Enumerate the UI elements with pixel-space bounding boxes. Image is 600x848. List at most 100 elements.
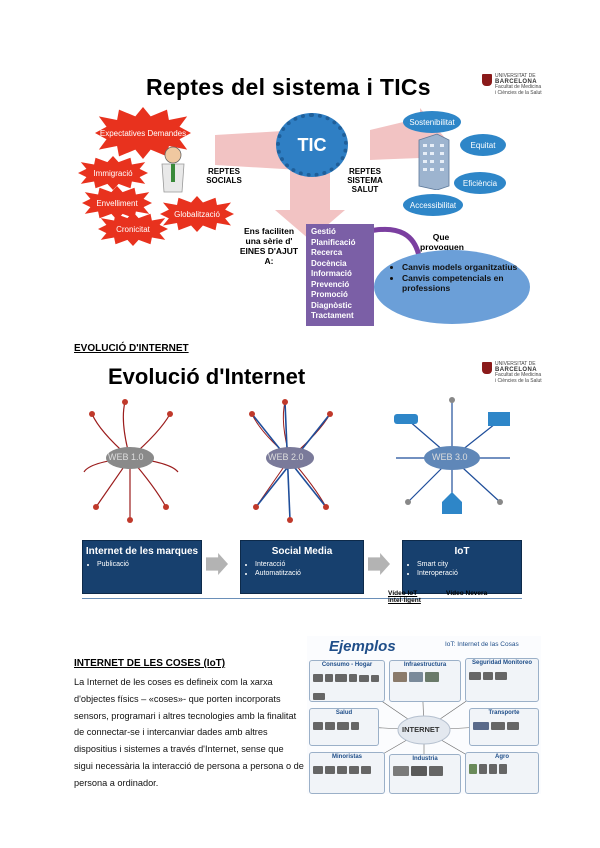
panel-minoristas: Minoristas [309, 752, 385, 794]
star-label: Immigració [93, 168, 133, 178]
stage-bullet: Smart city [417, 560, 521, 569]
panel-industria: Industria [389, 754, 461, 794]
star-label: Expectatives Demandes [99, 128, 187, 138]
shield-icon [482, 74, 492, 86]
web2-cluster: WEB 2.0 [240, 392, 340, 532]
canvi-item: Canvis models organitzatius [402, 262, 530, 273]
stage-bullet: Interacció [255, 560, 363, 569]
stage-bullet: Publicació [97, 560, 201, 569]
ens-faciliten-label: Ens faciliten una sèrie d' EINES D'AJUT … [239, 226, 299, 266]
tic-label: TIC [297, 134, 327, 155]
logo-line: i Ciències de la Salut [495, 377, 542, 384]
shield-icon [482, 362, 492, 374]
car-icon [394, 414, 418, 424]
oval-accessibilitat: Accessibilitat [403, 194, 463, 216]
stage-internet-marques: Internet de les marques Publicació [82, 540, 202, 594]
logo-line: Facultat de Medicina [495, 372, 542, 378]
star-label: Globalització [174, 209, 220, 219]
logo-line: Facultat de Medicina [495, 84, 542, 90]
stage-bullet: Automatització [255, 569, 363, 578]
eina-item: Docència [311, 258, 347, 268]
oval-equitat: Equitat [460, 134, 506, 156]
eina-item: Tractament [311, 311, 354, 320]
reptes-socials-label: REPTES SOCIALS [206, 167, 242, 185]
web3-label: WEB 3.0 [432, 452, 468, 462]
star-label: Envelliment [96, 198, 138, 208]
tic-gear-icon: TIC [276, 113, 348, 177]
stage-title: Social Media [271, 546, 333, 557]
star-label: Cronicitat [116, 224, 150, 234]
eina-item: Informació [311, 269, 352, 278]
laptop-icon [488, 412, 510, 426]
que-provoquen-label: Que provoquen [420, 232, 464, 252]
web2-network-icon [249, 399, 333, 523]
oval-eficiencia: Eficiència [454, 172, 506, 194]
panel-seguridad: Seguridad Monitoreo [465, 658, 539, 702]
panel-title: Salud [335, 710, 353, 716]
person-icon [161, 146, 185, 193]
video-nevera-link[interactable]: Vídeo Nevera [446, 590, 488, 597]
reptes-salut-label: REPTES SISTEMA SALUT [347, 167, 383, 194]
web2-label: WEB 2.0 [268, 452, 304, 462]
eina-item: Gestió [311, 227, 336, 236]
section1-title: Reptes del sistema i TICs [146, 74, 431, 100]
university-logo: UNIVERSITAT DE BARCELONA Facultat de Med… [482, 73, 542, 96]
stage-social-media: Social Media Interacció Automatització [240, 540, 364, 594]
house-icon [442, 492, 462, 514]
video-iot-link[interactable]: Vídeo IoT intel·ligent [388, 590, 421, 604]
chevron-right-icon [368, 553, 390, 575]
logo-line: i Ciències de la Salut [495, 89, 542, 96]
panel-consumo-hogar: Consumo - Hogar [309, 660, 385, 702]
panel-transporte: Transporte [469, 708, 539, 746]
logo-line: UNIVERSITAT DE [495, 73, 536, 79]
eina-item: Promoció [311, 290, 348, 299]
panel-title: Consumo - Hogar [321, 662, 373, 668]
canvis-oval: Canvis models organitzatius Canvis compe… [374, 250, 530, 324]
oval-label: Equitat [470, 140, 496, 150]
web1-cluster: WEB 1.0 [80, 392, 180, 532]
stage-bullet: Interoperació [417, 569, 521, 578]
panel-title: Seguridad Monitoreo [472, 660, 532, 666]
logo-line: BARCELONA [495, 78, 537, 85]
logo-line: BARCELONA [495, 366, 537, 373]
web1-label: WEB 1.0 [108, 452, 144, 462]
web1-network-icon [83, 399, 179, 523]
figure-subtitle: IoT: Internet de las Cosas [445, 641, 519, 648]
panel-infraestructura: Infraestructura [389, 660, 461, 702]
eines-list: Gestió Planificació Recerca Docència Inf… [306, 224, 374, 326]
stage-title: Internet de les marques [85, 546, 199, 557]
iot-definition-text: La Internet de les coses es defineix com… [74, 677, 304, 788]
divider [82, 598, 522, 599]
logo-line: UNIVERSITAT DE [495, 361, 536, 367]
internet-label: INTERNET [402, 725, 440, 734]
eina-item: Prevenció [311, 279, 350, 289]
panel-title: Infraestructura [403, 662, 447, 668]
eina-item: Recerca [311, 248, 343, 257]
eina-item: Planificació [311, 237, 356, 247]
section2-heading: EVOLUCIÓ D'INTERNET [74, 343, 189, 354]
university-logo: UNIVERSITAT DE BARCELONA Facultat de Med… [482, 361, 542, 384]
oval-label: Eficiència [462, 178, 498, 188]
panel-salud: Salud [309, 708, 379, 746]
figure-title: Ejemplos [329, 638, 396, 655]
panel-agro: Agro [465, 752, 539, 794]
oval-sostenibilitat: Sostenibilitat [403, 111, 461, 133]
chevron-right-icon [206, 553, 228, 575]
web3-network-icon [394, 397, 510, 514]
canvi-item: Canvis competencials en professions [402, 273, 530, 294]
panel-title: Minoristas [331, 754, 362, 760]
stage-iot: IoT Smart city Interoperació [402, 540, 522, 594]
panel-title: Transporte [488, 710, 520, 716]
section3-heading: INTERNET DE LES COSES (IoT) [74, 658, 226, 669]
web3-cluster: WEB 3.0 [388, 392, 518, 532]
panel-title: Industria [412, 756, 438, 762]
down-arrow-shape [275, 160, 345, 240]
iot-examples-figure: Ejemplos IoT: Internet de las Cosas INTE… [307, 636, 541, 794]
oval-label: Accessibilitat [409, 200, 457, 210]
eina-item: Diagnòstic [311, 300, 352, 310]
hospital-building-icon [418, 133, 450, 190]
oval-label: Sostenibilitat [409, 117, 455, 127]
stage-title: IoT [454, 546, 470, 557]
panel-title: Agro [495, 754, 509, 760]
section2-title: Evolució d'Internet [108, 364, 306, 389]
